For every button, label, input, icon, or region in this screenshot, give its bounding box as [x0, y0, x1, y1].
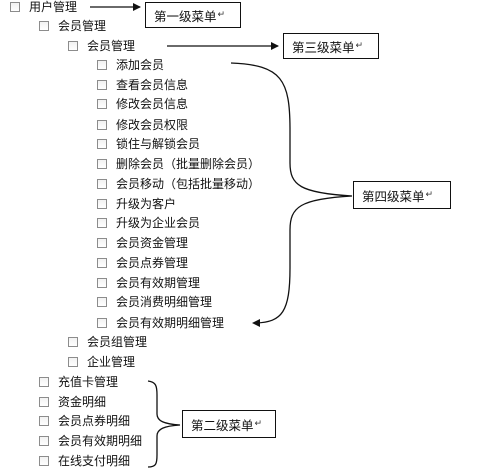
tree-item-label: 会员组管理 [87, 335, 148, 349]
return-mark: ↵ [355, 41, 364, 51]
tree-item-label: 会员资金管理 [116, 236, 189, 250]
callout-level4: 第四级菜单↵ [353, 181, 451, 209]
tree-item-member-management-sub[interactable]: 会员管理 [68, 36, 135, 56]
tree-item-label: 查看会员信息 [116, 78, 189, 92]
tree-item-label: 锁住与解锁会员 [116, 137, 201, 151]
checkbox[interactable] [97, 139, 107, 149]
callout-text: 第一级菜单 [154, 8, 217, 24]
tree-item-label: 会员有效期明细 [58, 434, 143, 448]
return-mark: ↵ [425, 190, 434, 200]
checkbox[interactable] [97, 159, 107, 169]
callout-level2: 第二级菜单↵ [182, 410, 276, 438]
tree-item-member-coupon-details[interactable]: 会员点券明细 [39, 411, 130, 431]
tree-item-upgrade-to-customer[interactable]: 升级为客户 [97, 194, 176, 214]
checkbox[interactable] [39, 416, 49, 426]
brace-level2 [147, 380, 181, 468]
tree-item-move-member[interactable]: 会员移动（包括批量移动） [97, 174, 260, 194]
checkbox[interactable] [10, 2, 20, 12]
tree-item-member-validity[interactable]: 会员有效期管理 [97, 273, 200, 293]
checkbox[interactable] [68, 41, 78, 51]
checkbox[interactable] [97, 60, 107, 70]
brace-level4-arrowhead [252, 319, 260, 327]
tree-item-recharge-card-management[interactable]: 充值卡管理 [39, 372, 118, 392]
tree-item-label: 资金明细 [58, 395, 107, 409]
checkbox[interactable] [39, 21, 49, 31]
tree-item-label: 升级为客户 [116, 197, 177, 211]
callout-text: 第三级菜单 [292, 39, 355, 55]
checkbox[interactable] [97, 218, 107, 228]
tree-item-edit-member-permissions[interactable]: 修改会员权限 [97, 115, 188, 135]
tree-item-label: 会员管理 [87, 39, 136, 53]
checkbox[interactable] [39, 456, 49, 466]
tree-item-member-funds[interactable]: 会员资金管理 [97, 233, 188, 253]
tree-item-label: 会员管理 [58, 19, 107, 33]
tree-item-label: 企业管理 [87, 355, 136, 369]
tree-item-label: 修改会员信息 [116, 97, 189, 111]
tree-item-member-coupons[interactable]: 会员点券管理 [97, 253, 188, 273]
checkbox[interactable] [97, 80, 107, 90]
tree-item-delete-member[interactable]: 删除会员（批量删除会员） [97, 154, 260, 174]
tree-item-label: 添加会员 [116, 58, 165, 72]
tree-item-lock-unlock-member[interactable]: 锁住与解锁会员 [97, 134, 200, 154]
checkbox[interactable] [39, 436, 49, 446]
tree-item-online-payment-details[interactable]: 在线支付明细 [39, 451, 130, 471]
checkbox[interactable] [97, 297, 107, 307]
tree-item-label: 会员有效期管理 [116, 276, 201, 290]
checkbox[interactable] [97, 120, 107, 130]
checkbox[interactable] [97, 179, 107, 189]
checkbox[interactable] [39, 377, 49, 387]
return-mark: ↵ [217, 10, 226, 20]
tree-item-label: 升级为企业会员 [116, 216, 201, 230]
tree-item-label: 在线支付明细 [58, 454, 131, 468]
tree-item-label: 会员有效期明细管理 [116, 316, 225, 330]
return-mark: ↵ [254, 419, 263, 429]
checkbox[interactable] [97, 278, 107, 288]
tree-item-member-validity-details[interactable]: 会员有效期明细管理 [97, 313, 224, 333]
tree-item-label: 删除会员（批量删除会员） [116, 157, 261, 171]
tree-item-user-management[interactable]: 用户管理 [10, 0, 77, 17]
tree-item-add-member[interactable]: 添加会员 [97, 55, 164, 75]
checkbox[interactable] [97, 238, 107, 248]
callout-level1: 第一级菜单↵ [145, 2, 241, 28]
tree-item-label: 会员点券管理 [116, 256, 189, 270]
tree-item-enterprise-management[interactable]: 企业管理 [68, 352, 135, 372]
checkbox[interactable] [97, 99, 107, 109]
checkbox[interactable] [39, 397, 49, 407]
tree-item-upgrade-to-enterprise[interactable]: 升级为企业会员 [97, 213, 200, 233]
tree-item-label: 会员消费明细管理 [116, 295, 213, 309]
tree-item-label: 用户管理 [29, 0, 78, 14]
checkbox[interactable] [97, 258, 107, 268]
tree-item-member-management[interactable]: 会员管理 [39, 16, 106, 36]
tree-item-fund-details[interactable]: 资金明细 [39, 392, 106, 412]
checkbox[interactable] [68, 357, 78, 367]
tree-item-label: 会员点券明细 [58, 414, 131, 428]
callout-level3: 第三级菜单↵ [283, 33, 379, 59]
tree-item-member-consumption-details[interactable]: 会员消费明细管理 [97, 292, 212, 312]
tree-item-view-member-info[interactable]: 查看会员信息 [97, 75, 188, 95]
tree-item-member-group-management[interactable]: 会员组管理 [68, 332, 147, 352]
tree-item-label: 充值卡管理 [58, 375, 119, 389]
checkbox[interactable] [97, 318, 107, 328]
tree-item-edit-member-info[interactable]: 修改会员信息 [97, 94, 188, 114]
checkbox[interactable] [68, 337, 78, 347]
tree-item-member-validity-details-2[interactable]: 会员有效期明细 [39, 431, 142, 451]
tree-item-label: 会员移动（包括批量移动） [116, 177, 261, 191]
tree-item-label: 修改会员权限 [116, 118, 189, 132]
checkbox[interactable] [97, 199, 107, 209]
callout-text: 第二级菜单 [191, 417, 254, 433]
callout-text: 第四级菜单 [362, 188, 425, 204]
